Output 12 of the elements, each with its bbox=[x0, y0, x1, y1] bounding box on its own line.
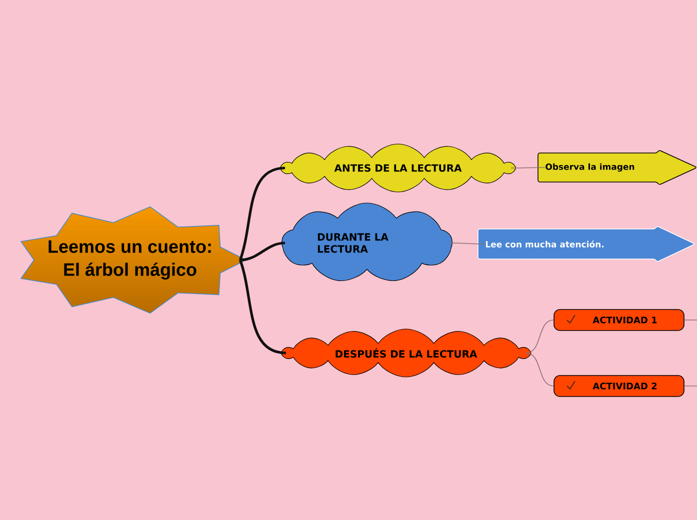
activity-box: ACTIVIDAD 2 bbox=[554, 375, 684, 397]
activity-box: ACTIVIDAD 1 bbox=[554, 309, 684, 331]
connector-line bbox=[238, 260, 286, 354]
connector-line bbox=[448, 242, 486, 244]
connector-line bbox=[526, 320, 554, 354]
connector-line bbox=[238, 166, 286, 260]
connector-line bbox=[510, 167, 546, 168]
cloud-node: ANTES DE LA LECTURA bbox=[280, 144, 516, 192]
connector-line bbox=[240, 242, 286, 262]
connector-line bbox=[526, 352, 554, 386]
cloud-node: DURANTE LA LECTURA bbox=[282, 202, 452, 282]
cloud-node: DESPUÉS DE LA LECTURA bbox=[280, 328, 532, 378]
